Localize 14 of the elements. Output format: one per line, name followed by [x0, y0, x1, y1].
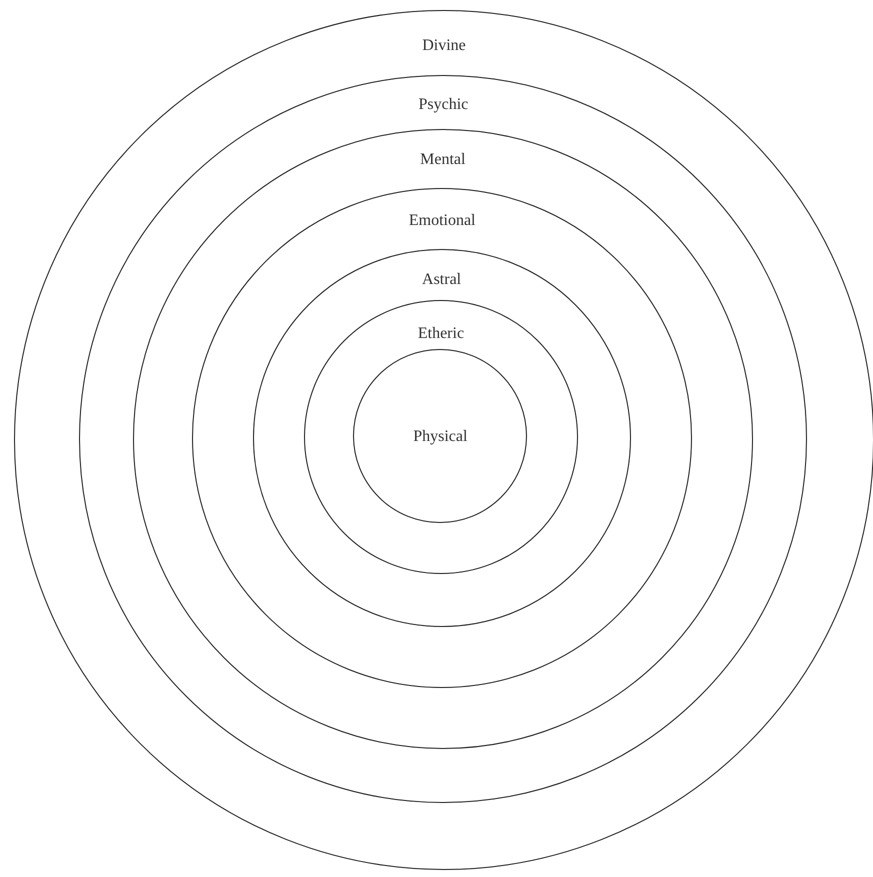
ring	[14, 10, 873, 870]
ring	[252, 248, 631, 627]
ring	[192, 188, 692, 688]
ring	[132, 128, 753, 749]
layer-label: Astral	[422, 270, 462, 289]
layer-label: Physical	[413, 428, 468, 446]
ring	[79, 75, 808, 804]
layer-label: Mental	[420, 150, 466, 169]
ring	[304, 300, 578, 574]
ring	[353, 349, 528, 524]
layer-label: Psychic	[418, 96, 468, 114]
layer-label: Emotional	[408, 212, 476, 230]
layer-label: Divine	[422, 37, 466, 55]
layer-label: Etheric	[418, 324, 464, 343]
